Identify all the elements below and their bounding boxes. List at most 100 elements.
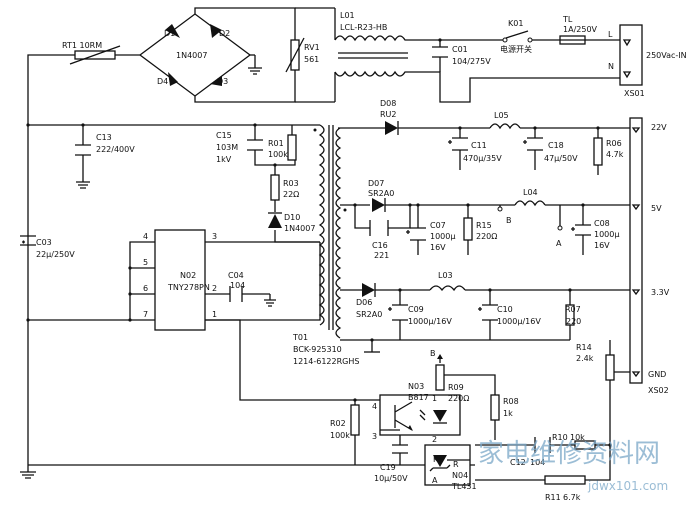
label-d2: D2 xyxy=(219,29,230,38)
diode-d10 xyxy=(268,212,282,228)
resistor-r06 xyxy=(593,137,603,166)
label-n04-r: R xyxy=(453,460,459,469)
label-r09: R09 xyxy=(448,383,464,392)
label-r10: R10 xyxy=(552,433,568,442)
label-3v3: 3.3V xyxy=(651,288,670,297)
label-r08v: 1k xyxy=(503,409,513,418)
capacitor-c19 xyxy=(392,444,408,465)
label-n04v: TL431 xyxy=(451,482,477,491)
label-fusev: 1A/250V xyxy=(563,25,598,34)
label-22v: 22V xyxy=(651,123,667,132)
label-pin3: 3 xyxy=(212,232,217,241)
label-c03v: 22μ/250V xyxy=(36,250,75,259)
label-r14v: 2.4k xyxy=(576,354,594,363)
ac-input-connector-xs01 xyxy=(619,24,643,86)
capacitor-c08 xyxy=(571,203,591,236)
resistor-r02 xyxy=(350,398,360,436)
label-n04-a: A xyxy=(432,476,438,485)
label-rt1: RT1 10RM xyxy=(62,41,102,50)
label-pin5: 5 xyxy=(143,258,148,267)
label-d06v: SR2A0 xyxy=(356,310,382,319)
label-r06: R06 xyxy=(606,139,622,148)
label-c16v: 221 xyxy=(374,251,389,260)
resistor-r08 xyxy=(490,394,500,421)
label-c07: C07 xyxy=(430,221,446,230)
label-d08v: RU2 xyxy=(380,110,397,119)
label-k01v: 电源开关 xyxy=(500,44,532,54)
label-r01: R01 xyxy=(268,139,284,148)
label-n02v: TNY278PN xyxy=(167,283,210,292)
label-c18: C18 xyxy=(548,141,564,150)
label-node-b: B xyxy=(506,216,512,225)
resistor-r09 xyxy=(435,354,445,391)
label-r15: R15 xyxy=(476,221,492,230)
capacitor-c07 xyxy=(406,203,426,241)
label-c09v: 1000μ/16V xyxy=(408,317,452,326)
label-c08: C08 xyxy=(594,219,610,228)
label-r07v: 220 xyxy=(566,317,581,326)
label-r03: R03 xyxy=(283,179,299,188)
label-n04: N04 xyxy=(452,471,468,480)
varistor-rv1 xyxy=(285,37,305,73)
label-c13: C13 xyxy=(96,133,112,142)
label-r11: R11 xyxy=(545,493,561,502)
label-bridge: 1N4007 xyxy=(176,51,207,60)
resistor-r14 xyxy=(605,354,615,381)
capacitor-c11 xyxy=(448,137,468,151)
label-r01v: 100k xyxy=(268,150,288,159)
label-opto-pin2: 2 xyxy=(432,435,437,444)
capacitor-c16 xyxy=(369,220,389,236)
label-node-a: A xyxy=(556,239,562,248)
label-c01v: 104/275V xyxy=(452,57,491,66)
label-c19v: 10μ/50V xyxy=(374,474,408,483)
capacitor-c09 xyxy=(388,304,408,321)
diode-d06 xyxy=(362,283,376,297)
label-r03v: 22Ω xyxy=(283,190,299,199)
label-ac: 250Vac-IN xyxy=(646,51,687,60)
label-d10: D10 xyxy=(284,213,300,222)
ground-symbol-main xyxy=(20,465,36,479)
label-l01v: LCL-R23-HB xyxy=(340,23,387,32)
label-l01: L01 xyxy=(340,11,355,20)
label-pin4: 4 xyxy=(143,232,148,241)
bridge-rectifier xyxy=(165,24,222,86)
capacitor-c01 xyxy=(432,38,448,58)
label-k01: K01 xyxy=(508,19,523,28)
label-r09v: 220Ω xyxy=(448,394,469,403)
dc-output-connector-xs02 xyxy=(629,117,643,384)
label-l03: L03 xyxy=(438,271,453,280)
label-gnd: GND xyxy=(648,370,666,379)
label-r15v: 220Ω xyxy=(476,232,497,241)
resistor-r07 xyxy=(565,304,575,326)
label-opto-pin3: 3 xyxy=(372,432,377,441)
label-opto-pin1: 1 xyxy=(432,394,437,403)
label-xs01: XS01 xyxy=(624,89,645,98)
capacitor-c03 xyxy=(20,123,36,322)
watermark: 家电维修资料网 jdwx101.com xyxy=(478,439,668,493)
resistor-r01 xyxy=(273,134,297,167)
label-d07: D07 xyxy=(368,179,384,188)
label-c16: C16 xyxy=(372,241,388,250)
label-r07: R07 xyxy=(565,305,581,314)
label-d06: D06 xyxy=(356,298,372,307)
ground-symbol-secondary xyxy=(364,338,380,353)
label-xs02: XS02 xyxy=(648,386,669,395)
capacitor-c15 xyxy=(247,123,263,151)
inductor-l05 xyxy=(458,123,600,130)
resistor-r15 xyxy=(463,203,473,241)
label-d10v: 1N4007 xyxy=(284,224,315,233)
label-c15v2: 1kV xyxy=(216,155,232,164)
diode-d07 xyxy=(353,198,412,212)
label-n02: N02 xyxy=(180,271,196,280)
label-r14: R14 xyxy=(576,343,592,352)
label-r06v: 4.7k xyxy=(606,150,624,159)
label-c19: C19 xyxy=(380,463,396,472)
test-point-b xyxy=(497,205,503,212)
label-c08v2: 16V xyxy=(594,241,610,250)
label-c13v: 222/400V xyxy=(96,145,135,154)
watermark-url: jdwx101.com xyxy=(587,479,668,493)
label-fuse: TL xyxy=(562,15,573,24)
resistor-r10 xyxy=(574,440,612,450)
capacitor-c04 xyxy=(229,286,276,307)
